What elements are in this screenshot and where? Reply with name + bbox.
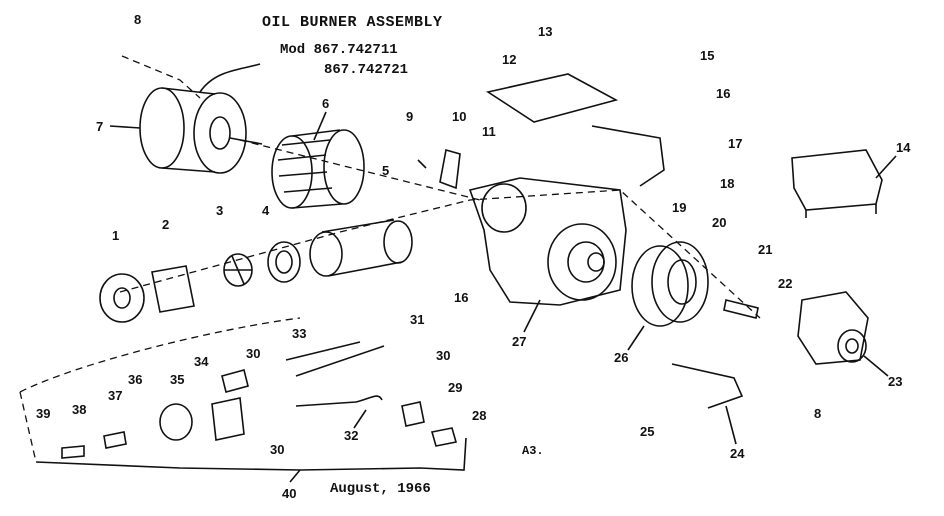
electrode-clamp: [221, 369, 249, 393]
bracket-40: [35, 437, 467, 471]
leader-26: [627, 325, 645, 351]
leader-27: [523, 299, 541, 333]
callout-14: 14: [896, 140, 911, 155]
assembly-axis-line: [119, 189, 761, 319]
callout-26: 26: [614, 350, 628, 365]
callout-21: 21: [758, 242, 772, 257]
leader-32: [353, 409, 367, 429]
plug-28: [430, 427, 458, 447]
diagram-date: August, 1966: [330, 481, 431, 497]
callout-27: 27: [512, 334, 526, 349]
callout-33: 33: [292, 326, 306, 341]
diagram-title: OIL BURNER ASSEMBLY: [262, 14, 443, 31]
nozzle-tip: [61, 445, 85, 459]
callout-37: 37: [108, 388, 122, 403]
motor: [139, 63, 263, 174]
callout-31: 31: [410, 312, 424, 327]
bracket-10: [439, 148, 461, 190]
motor-axis-line: [239, 139, 481, 201]
callout-4: 4: [262, 203, 270, 218]
transition-cover: [591, 125, 665, 187]
callout-3: 3: [216, 203, 223, 218]
page-code: A3.: [522, 444, 544, 458]
nozzle: [103, 431, 127, 449]
callout-7: 7: [96, 119, 103, 134]
leader-6: [313, 111, 327, 141]
callout-30-a: 30: [246, 346, 260, 361]
fuel-pump: [797, 291, 869, 365]
fitting-29: [401, 401, 425, 427]
electrode-33: [285, 341, 361, 361]
top-screw-line: [121, 55, 201, 99]
callout-13: 13: [538, 24, 552, 39]
callout-25: 25: [640, 424, 654, 439]
leader-40: [289, 469, 301, 483]
callout-17: 17: [728, 136, 742, 151]
callout-30-b: 30: [436, 348, 450, 363]
coupling: [223, 253, 253, 287]
callout-34: 34: [194, 354, 209, 369]
callout-28: 28: [472, 408, 486, 423]
callout-20: 20: [712, 215, 726, 230]
callout-30-c: 30: [270, 442, 284, 457]
callout-8-bottom: 8: [814, 406, 821, 421]
leader-23: [863, 355, 889, 377]
callout-19: 19: [672, 200, 686, 215]
gasket-ring: [267, 241, 301, 283]
access-cover: [631, 241, 709, 327]
callout-16-mid: 16: [454, 290, 468, 305]
electrode-31: [295, 345, 385, 377]
end-cone: [159, 403, 193, 441]
leader-14: [875, 155, 897, 179]
callout-24: 24: [730, 446, 745, 461]
leader-24: [725, 405, 737, 445]
callout-5: 5: [382, 163, 389, 178]
drawer-assembly-outline: [19, 317, 301, 463]
callout-16-top: 16: [716, 86, 730, 101]
callout-22: 22: [778, 276, 792, 291]
callout-32: 32: [344, 428, 358, 443]
model-number-2: 867.742721: [324, 62, 409, 78]
callout-36: 36: [128, 372, 142, 387]
leader-7: [109, 125, 141, 129]
burner-housing: [468, 177, 627, 306]
callout-40: 40: [282, 486, 296, 501]
callout-39: 39: [36, 406, 50, 421]
oil-line: [671, 363, 744, 409]
callout-35: 35: [170, 372, 184, 387]
nozzle-line: [295, 395, 383, 407]
callout-23: 23: [888, 374, 902, 389]
nozzle-adapter: [211, 397, 245, 441]
callout-29: 29: [448, 380, 462, 395]
air-band-ring: [99, 273, 145, 323]
callout-38: 38: [72, 402, 86, 417]
callout-11: 11: [482, 124, 496, 139]
callout-10: 10: [452, 109, 466, 124]
fuel-fitting: [723, 299, 759, 319]
cover-plate: [485, 73, 619, 123]
model-number-1: Mod 867.742711: [280, 42, 398, 58]
callout-12: 12: [502, 52, 516, 67]
blower-wheel: [271, 129, 365, 209]
callout-1: 1: [112, 228, 119, 243]
callout-18: 18: [720, 176, 734, 191]
callout-9: 9: [406, 109, 413, 124]
screw-9: [417, 159, 427, 169]
callout-15: 15: [700, 48, 714, 63]
blast-tube: [309, 219, 413, 277]
ignition-transformer: [791, 149, 883, 218]
callout-6: 6: [322, 96, 329, 111]
callout-2: 2: [162, 217, 169, 232]
callout-8-top: 8: [134, 12, 141, 27]
air-band: [151, 265, 195, 313]
